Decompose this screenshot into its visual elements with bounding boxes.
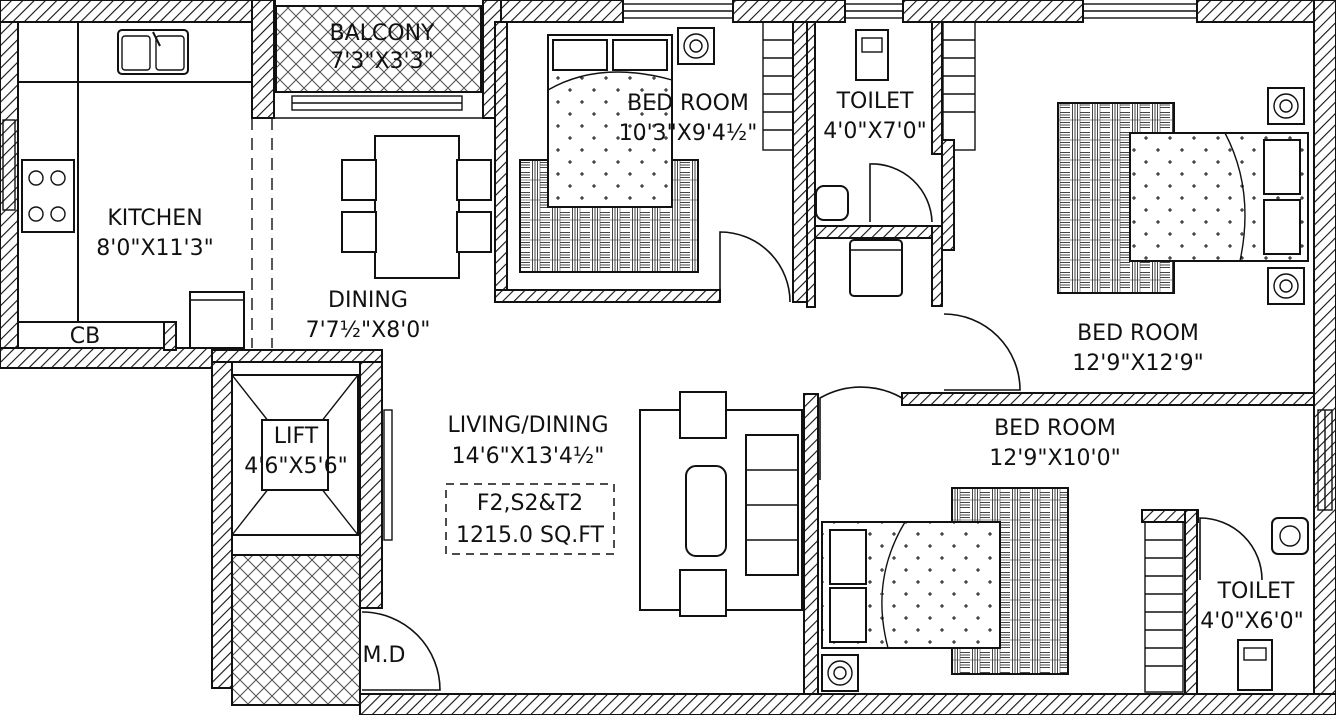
toilet-bottom-size: 4'0"X6'0" — [1200, 609, 1303, 634]
toilet-bottom-area — [1141, 509, 1309, 695]
bedroom-top-area — [494, 21, 808, 303]
cb-label: CB — [70, 324, 100, 349]
flat-unit: F2,S2&T2 — [477, 491, 583, 516]
bedroom-top-size: 10'3"X9'4½" — [619, 121, 758, 146]
dining-size: 7'7½"X8'0" — [306, 318, 431, 343]
toilet-bottom-name: TOILET — [1217, 579, 1295, 604]
flat-area: 1215.0 SQ.FT — [456, 523, 605, 548]
bedroom-right-area — [901, 87, 1315, 406]
living-area — [445, 386, 903, 695]
bedroom-right-size: 12'9"X12'9" — [1072, 351, 1203, 376]
dining-name: DINING — [328, 288, 408, 313]
lift-size: 4'6"X5'6" — [244, 454, 347, 479]
balcony-size: 7'3"X3'3" — [330, 49, 433, 74]
bedroom-bottom-name: BED ROOM — [994, 416, 1116, 441]
bedroom-right-name: BED ROOM — [1077, 321, 1199, 346]
lift-name: LIFT — [274, 424, 319, 449]
windows — [2, 3, 1333, 511]
lift-area — [211, 347, 393, 706]
dining-area — [251, 117, 495, 348]
toilet-top-name: TOILET — [836, 89, 914, 114]
kitchen-size: 8'0"X11'3" — [96, 236, 213, 261]
living-size: 14'6"X13'4½" — [452, 444, 605, 469]
bedroom-bottom-area — [821, 487, 1069, 692]
living-name: LIVING/DINING — [447, 413, 608, 438]
bedroom-top-name: BED ROOM — [627, 91, 749, 116]
main-door-label: M.D — [363, 643, 406, 668]
toilet-top-size: 4'0"X7'0" — [823, 119, 926, 144]
kitchen-area — [17, 21, 253, 351]
main-door — [361, 611, 441, 691]
balcony-name: BALCONY — [330, 21, 436, 46]
bedroom-bottom-size: 12'9"X10'0" — [989, 446, 1120, 471]
kitchen-name: KITCHEN — [107, 206, 202, 231]
